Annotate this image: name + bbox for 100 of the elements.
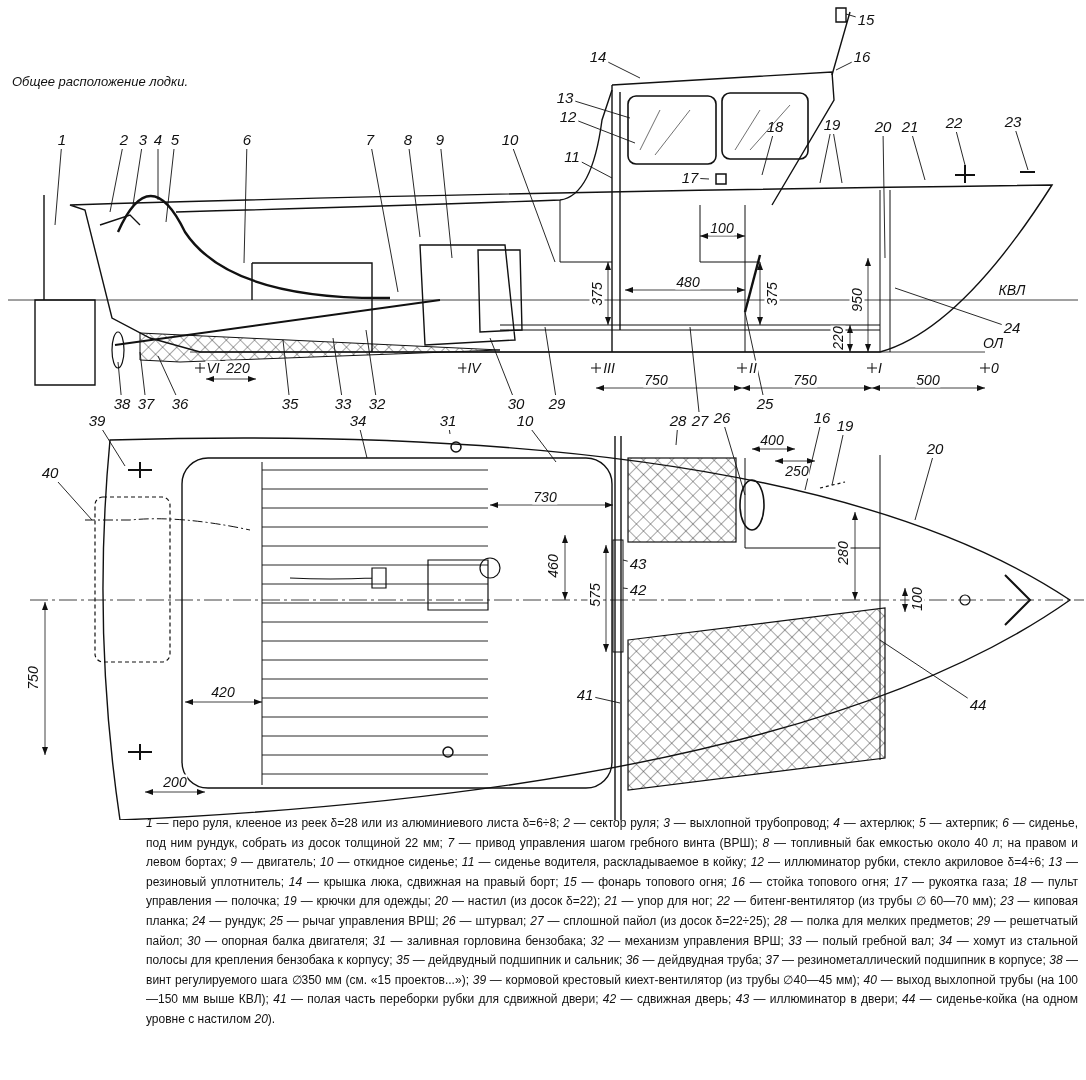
callout-number: 31 [438,413,458,429]
dimension-label: 950 [849,287,865,313]
diagram-title: Общее расположение лодки. [12,74,189,89]
station-label: II [748,360,758,376]
callout-number: 15 [856,12,876,28]
callout-number: 9 [434,132,446,148]
callout-number: 37 [136,396,156,412]
leader-line [833,133,843,184]
leader-line [109,148,123,213]
leader-line [744,311,764,396]
callout-number: 1 [56,132,68,148]
callout-number: 22 [944,115,964,131]
leader-line [574,100,631,119]
dimension-label: 220 [225,360,251,376]
leader-line [607,61,641,79]
leader-line [819,133,831,184]
leader-line [544,326,557,396]
leader-line [1015,130,1029,171]
callout-number: 39 [87,413,107,429]
callout-number: 10 [515,413,535,429]
callout-number: 36 [170,396,190,412]
callout-number: 5 [169,132,181,148]
dimension-label: 250 [784,463,810,479]
callout-number: 12 [558,109,578,125]
leader-line [845,13,857,18]
callout-number: 16 [852,49,872,65]
station-label: VI [205,360,221,376]
leader-line [332,337,343,396]
callout-number: 18 [765,119,785,135]
leader-line [622,587,629,590]
callout-number: 3 [137,132,149,148]
leader-line [831,434,844,486]
leader-line [282,339,290,396]
leader-line [675,429,678,446]
callout-number: 16 [812,410,832,426]
leader-line [102,429,126,467]
dimension-label: 730 [532,489,558,505]
dimension-label: 750 [792,372,818,388]
station-label: 0 [990,360,1000,376]
leader-line [761,135,774,176]
dimension-label: 400 [759,432,785,448]
leader-line [577,120,636,144]
leader-line [57,481,93,521]
leader-line [54,148,62,226]
dimension-label: 100 [709,220,735,236]
callout-number: 4 [152,132,164,148]
callout-number: 24 [1002,320,1022,336]
callout-number: 23 [1003,114,1023,130]
leader-line [699,178,710,180]
callout-number: 40 [40,465,60,481]
leader-line [440,148,453,259]
leader-line [835,61,853,71]
leader-line [879,639,969,699]
station-label: IV [466,360,482,376]
station-label: III [602,360,616,376]
leader-line [139,351,146,396]
leader-line [157,355,177,396]
callout-number: 10 [500,132,520,148]
dimension-label: 575 [587,582,603,608]
callout-number: 13 [555,90,575,106]
leader-line [117,361,122,396]
dimension-label: 500 [915,372,941,388]
leader-line [365,329,377,396]
leader-line [408,148,421,238]
dimension-label: 200 [162,774,188,790]
leader-line [912,135,926,181]
callout-number: 26 [712,410,732,426]
leader-line [157,148,159,201]
leader-line [531,429,557,463]
dimension-label: 280 [835,540,851,566]
baseline-label: ОЛ [982,335,1004,351]
leader-line [371,148,399,293]
callout-number: 19 [822,117,842,133]
callout-number: 41 [575,687,595,703]
callout-number: 20 [925,441,945,457]
callout-number: 44 [968,697,988,713]
callout-number: 27 [690,413,710,429]
dimension-label: 375 [764,281,780,307]
dimension-label: 220 [830,325,846,351]
dimension-label: 375 [589,281,605,307]
leader-line [165,148,175,223]
callout-number: 19 [835,418,855,434]
callout-number: 2 [118,132,130,148]
callout-number: 30 [506,396,526,412]
leader-line [581,161,613,179]
leader-line [689,326,700,413]
leader-line [882,135,886,259]
callout-number: 7 [364,132,376,148]
callout-number: 20 [873,119,893,135]
station-label: I [877,360,883,376]
leader-line [243,148,248,264]
callout-number: 21 [900,119,920,135]
callout-number: 43 [628,556,648,572]
leader-line [448,429,451,435]
leader-line [512,148,556,263]
leader-line [132,148,143,206]
leader-line [594,696,621,704]
callout-number: 8 [402,132,414,148]
leader-line [804,426,821,491]
callout-number: 34 [348,413,368,429]
